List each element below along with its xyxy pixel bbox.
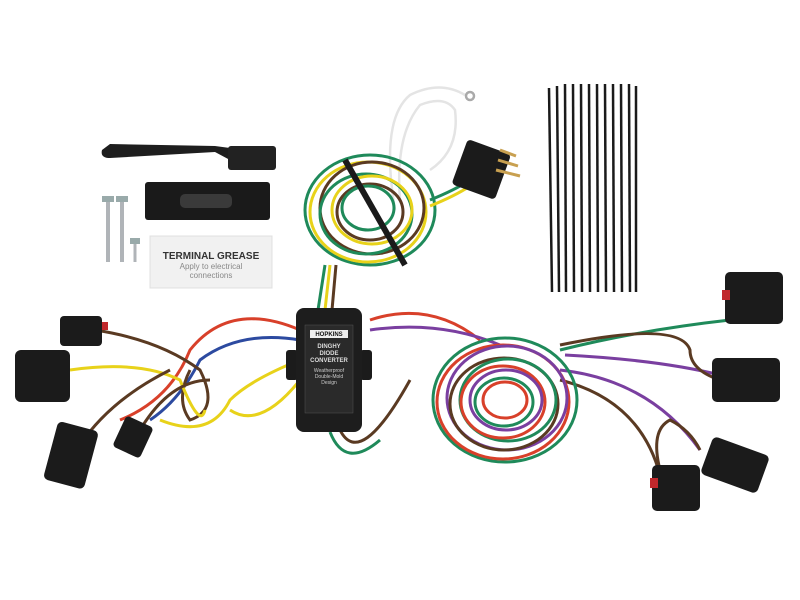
terminal-grease-packet: TERMINAL GREASE Apply to electrical conn… [149,235,273,289]
box-line1: DINGHY [317,344,340,350]
grease-line1: Apply to electrical [180,262,243,271]
diode-converter-box: HOPKINS DINGHY DIODE CONVERTER Weatherpr… [286,308,372,432]
mounting-bracket [101,144,276,220]
box-line3: CONVERTER [310,358,348,364]
connector-left-4 [113,416,153,458]
left-connectors [15,316,153,489]
ground-wire [388,86,476,211]
box-feature2: Double-Mold [315,374,344,380]
connector-left-2 [15,350,70,402]
brand-label: HOPKINS [315,332,342,338]
right-wire-coil [431,336,579,464]
box-feature3: Design [321,380,337,386]
screws [102,196,140,262]
connector-right-1 [725,272,783,324]
connector-right-4 [652,465,700,511]
grease-line2: connections [190,271,233,280]
top-wire-coil [303,153,471,267]
grease-title: TERMINAL GREASE [163,251,260,262]
connector-right-3 [701,437,769,493]
connector-left-1 [60,316,102,346]
four-pin-flat-connector [452,140,521,199]
zip-ties [547,83,638,293]
right-connectors [650,272,783,511]
connector-left-3 [44,421,98,489]
box-line2: DIODE [319,351,338,357]
box-feature1: Weatherproof [314,368,345,374]
harness-wires [69,264,731,476]
connector-right-2 [712,358,780,402]
